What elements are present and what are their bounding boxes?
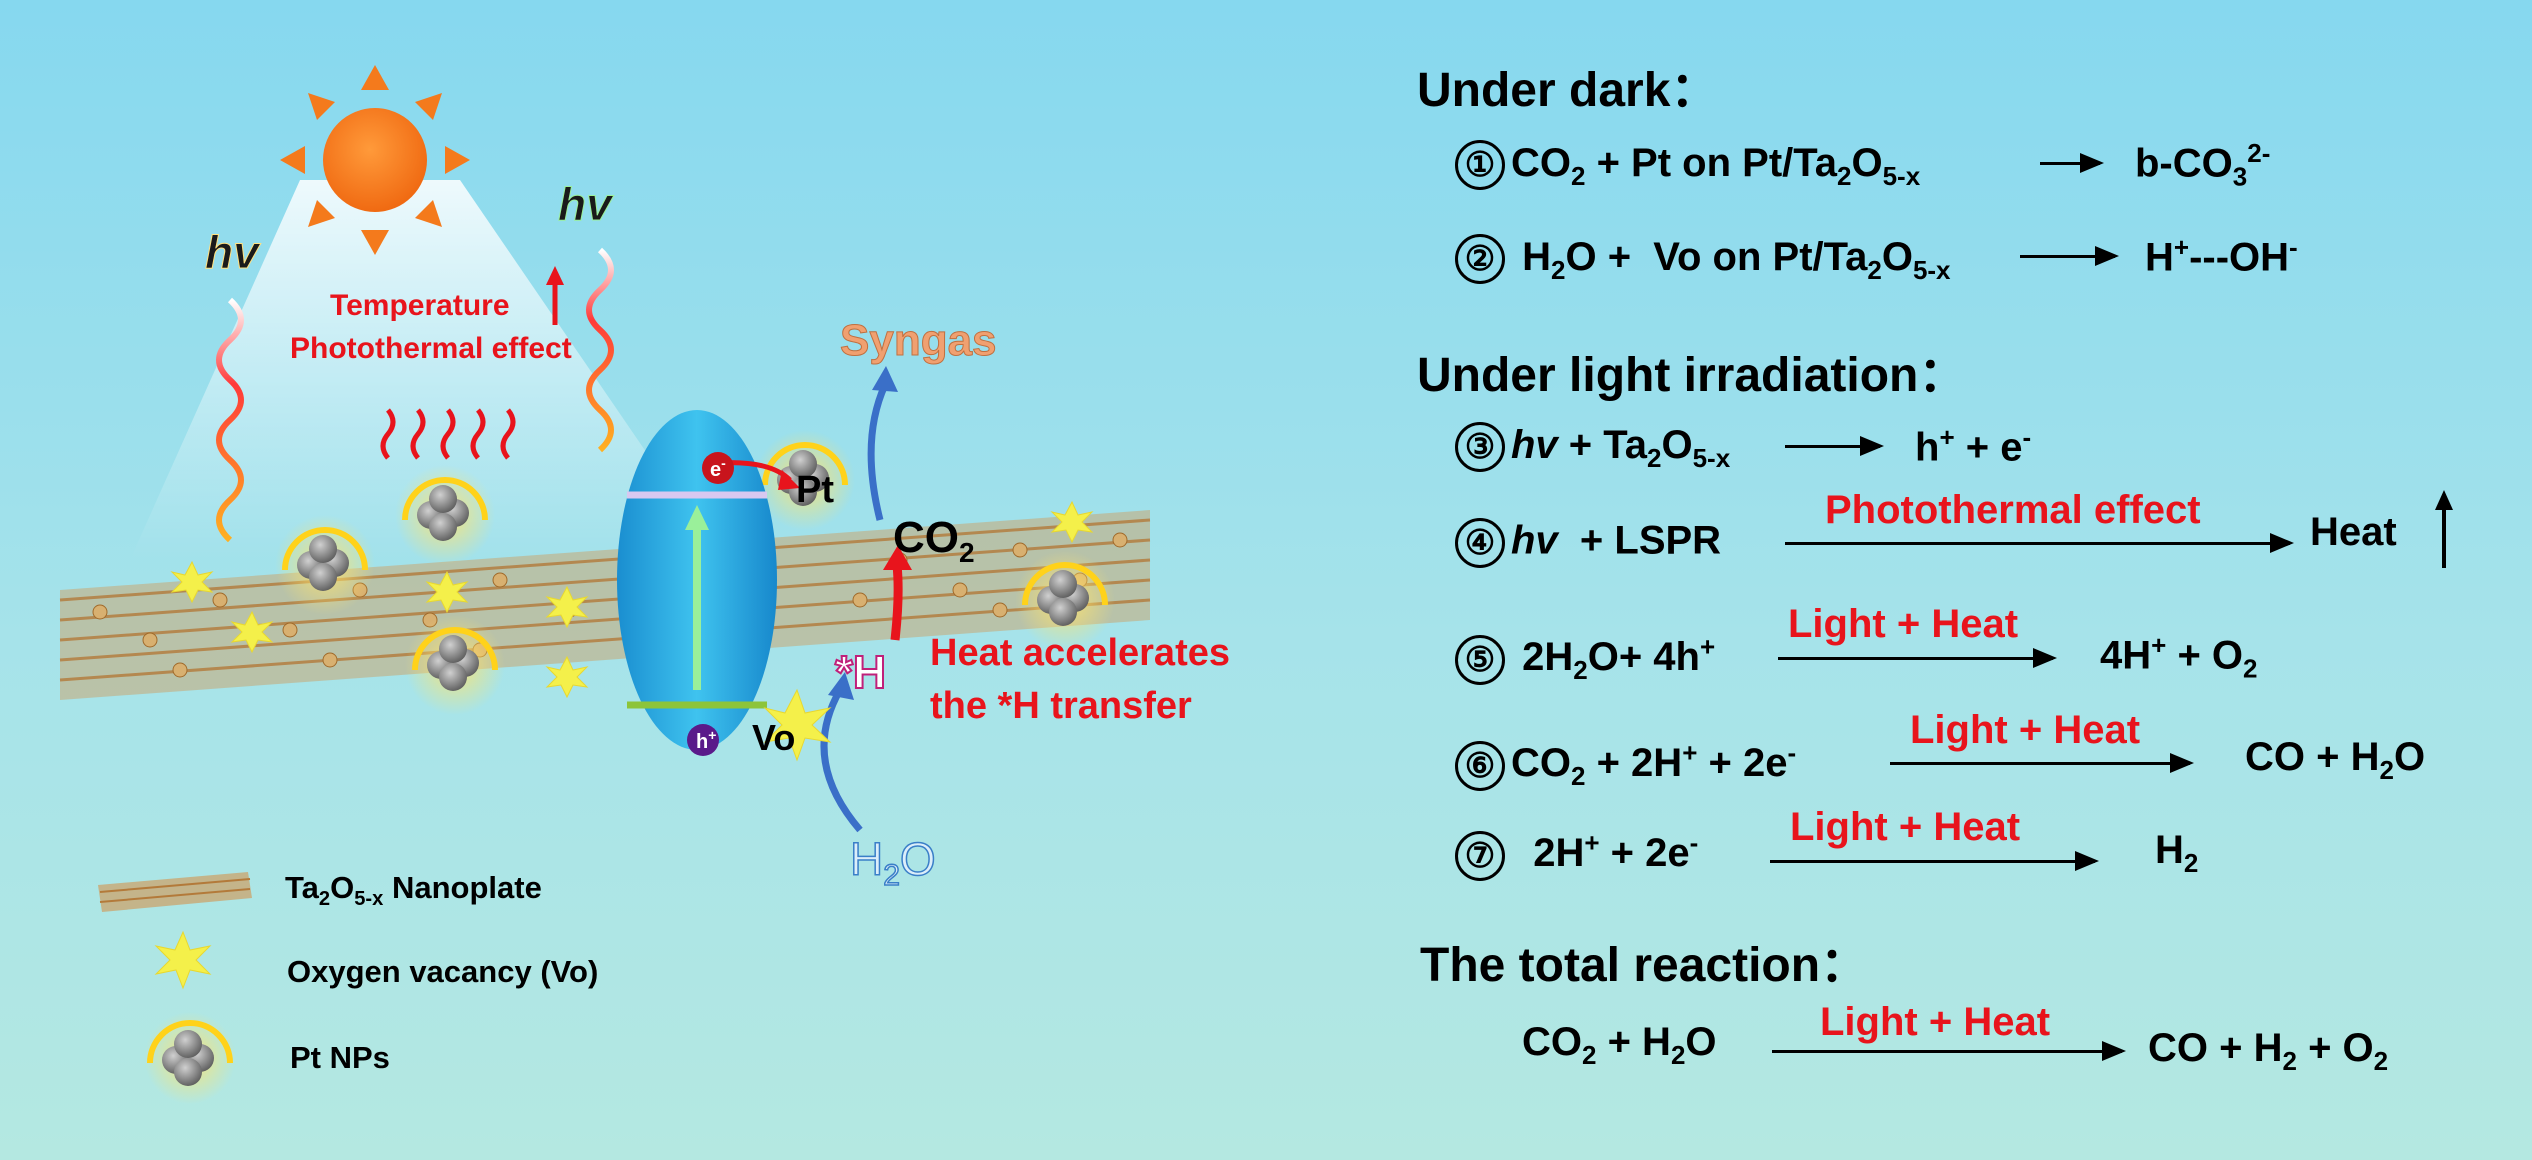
reaction-arrow	[1890, 753, 2194, 773]
condition-label: Light + Heat	[1910, 708, 2141, 752]
heat-wave-icons	[380, 408, 516, 460]
reaction-arrow	[1785, 436, 1884, 456]
equation-right: H2	[2155, 828, 2199, 878]
equation-number: ③	[1455, 422, 1505, 472]
equation-number: ①	[1455, 140, 1505, 190]
equation-number: ⑥	[1455, 740, 1505, 791]
hv-label-right: hv	[558, 178, 614, 230]
heat-accelerates-line2: the *H transfer	[930, 685, 1192, 727]
photothermal-label: Photothermal effect	[290, 332, 572, 365]
legend-nanoplate-icon	[98, 872, 252, 912]
star-h-label: *H	[835, 646, 886, 698]
equation-right: h+ + e-	[1915, 422, 2032, 470]
hole-icon	[687, 724, 719, 756]
equation-left: CO2 + Pt on Pt/Ta2O5-x	[1511, 140, 1921, 191]
reaction-arrow	[1770, 851, 2099, 871]
equation-left: 2H2O+ 4h+	[1511, 632, 1716, 686]
sun-icon	[280, 65, 470, 255]
equation-row-7: ⑦ 2H+ + 2e-	[1455, 828, 1698, 881]
band-structure	[617, 410, 777, 750]
photon-wave-left	[216, 297, 244, 543]
total-equation-left: CO2 + H2O	[1522, 1020, 1717, 1070]
equation-row-2: ② H2O + Vo on Pt/Ta2O5-x	[1455, 234, 1951, 286]
h2o-arrow	[820, 688, 863, 833]
hole-label: h+	[696, 727, 716, 753]
h2o-label: H2O	[850, 833, 936, 892]
legend-pt-icon	[144, 1012, 236, 1104]
nanoplate-crystal	[59, 510, 1151, 700]
equation-number: ④	[1455, 518, 1505, 568]
vo-label: Vo	[752, 717, 795, 758]
equation-left: hv + Ta2O5-x	[1511, 422, 1731, 473]
syngas-arrow	[867, 383, 889, 521]
h-transfer-arrow	[890, 564, 903, 641]
equation-left: hv + LSPR	[1511, 518, 1722, 563]
hv-label-left: hv	[205, 226, 261, 278]
heading-under-dark: Under dark：	[1417, 64, 1719, 117]
condition-label: Light + Heat	[1820, 1000, 2051, 1044]
equation-left: 2H+ + 2e-	[1511, 828, 1699, 876]
reaction-arrow	[2020, 246, 2119, 266]
condition-label: Light + Heat	[1788, 602, 2019, 646]
legend-pt-label: Pt NPs	[290, 1040, 390, 1075]
heading-total-reaction: The total reaction：	[1420, 939, 1869, 992]
photon-wave-right	[586, 247, 614, 453]
heat-up-arrow-icon	[2435, 490, 2453, 568]
vo-vacancy-icon	[763, 688, 832, 762]
equation-right: b-CO32-	[2135, 138, 2271, 192]
condition-label: Photothermal effect	[1825, 488, 2201, 532]
total-equation-right: CO + H2 + O2	[2148, 1026, 2389, 1076]
pt-label: Pt	[796, 469, 834, 511]
syngas-label: Syngas	[840, 316, 997, 365]
electron-label: e-	[710, 455, 726, 481]
light-beam	[130, 180, 720, 560]
equation-right: CO + H2O	[2245, 735, 2426, 785]
equation-row-5: ⑤ 2H2O+ 4h+	[1455, 632, 1715, 686]
reaction-arrow	[1778, 648, 2057, 668]
equation-left: CO2 + 2H+ + 2e-	[1511, 738, 1797, 792]
legend-nanoplate-label: Ta2O5-x Nanoplate	[285, 870, 542, 911]
legend-vacancy-icon	[154, 930, 212, 990]
electron-icon	[702, 452, 734, 484]
equation-right: Heat	[2310, 510, 2397, 554]
oxygen-vacancy-icons	[170, 500, 1094, 699]
equation-number: ②	[1455, 234, 1505, 284]
equation-right: 4H+ + O2	[2100, 630, 2258, 684]
heading-under-light: Under light irradiation：	[1417, 349, 1967, 402]
temperature-label: Temperature	[330, 289, 510, 322]
equation-number: ⑦	[1455, 830, 1505, 881]
reaction-arrow	[2040, 153, 2104, 173]
reaction-arrow	[1772, 1041, 2126, 1061]
heat-accelerates-line1: Heat accelerates	[930, 632, 1230, 674]
equation-right: H+---OH-	[2145, 232, 2298, 280]
legend-vacancy-label: Oxygen vacancy (Vo)	[287, 954, 599, 989]
reaction-arrow	[1785, 533, 2294, 553]
equation-number: ⑤	[1455, 634, 1505, 685]
co2-label: CO2	[893, 513, 975, 568]
equation-left: H2O + Vo on Pt/Ta2O5-x	[1511, 234, 1951, 285]
condition-label: Light + Heat	[1790, 805, 2021, 849]
